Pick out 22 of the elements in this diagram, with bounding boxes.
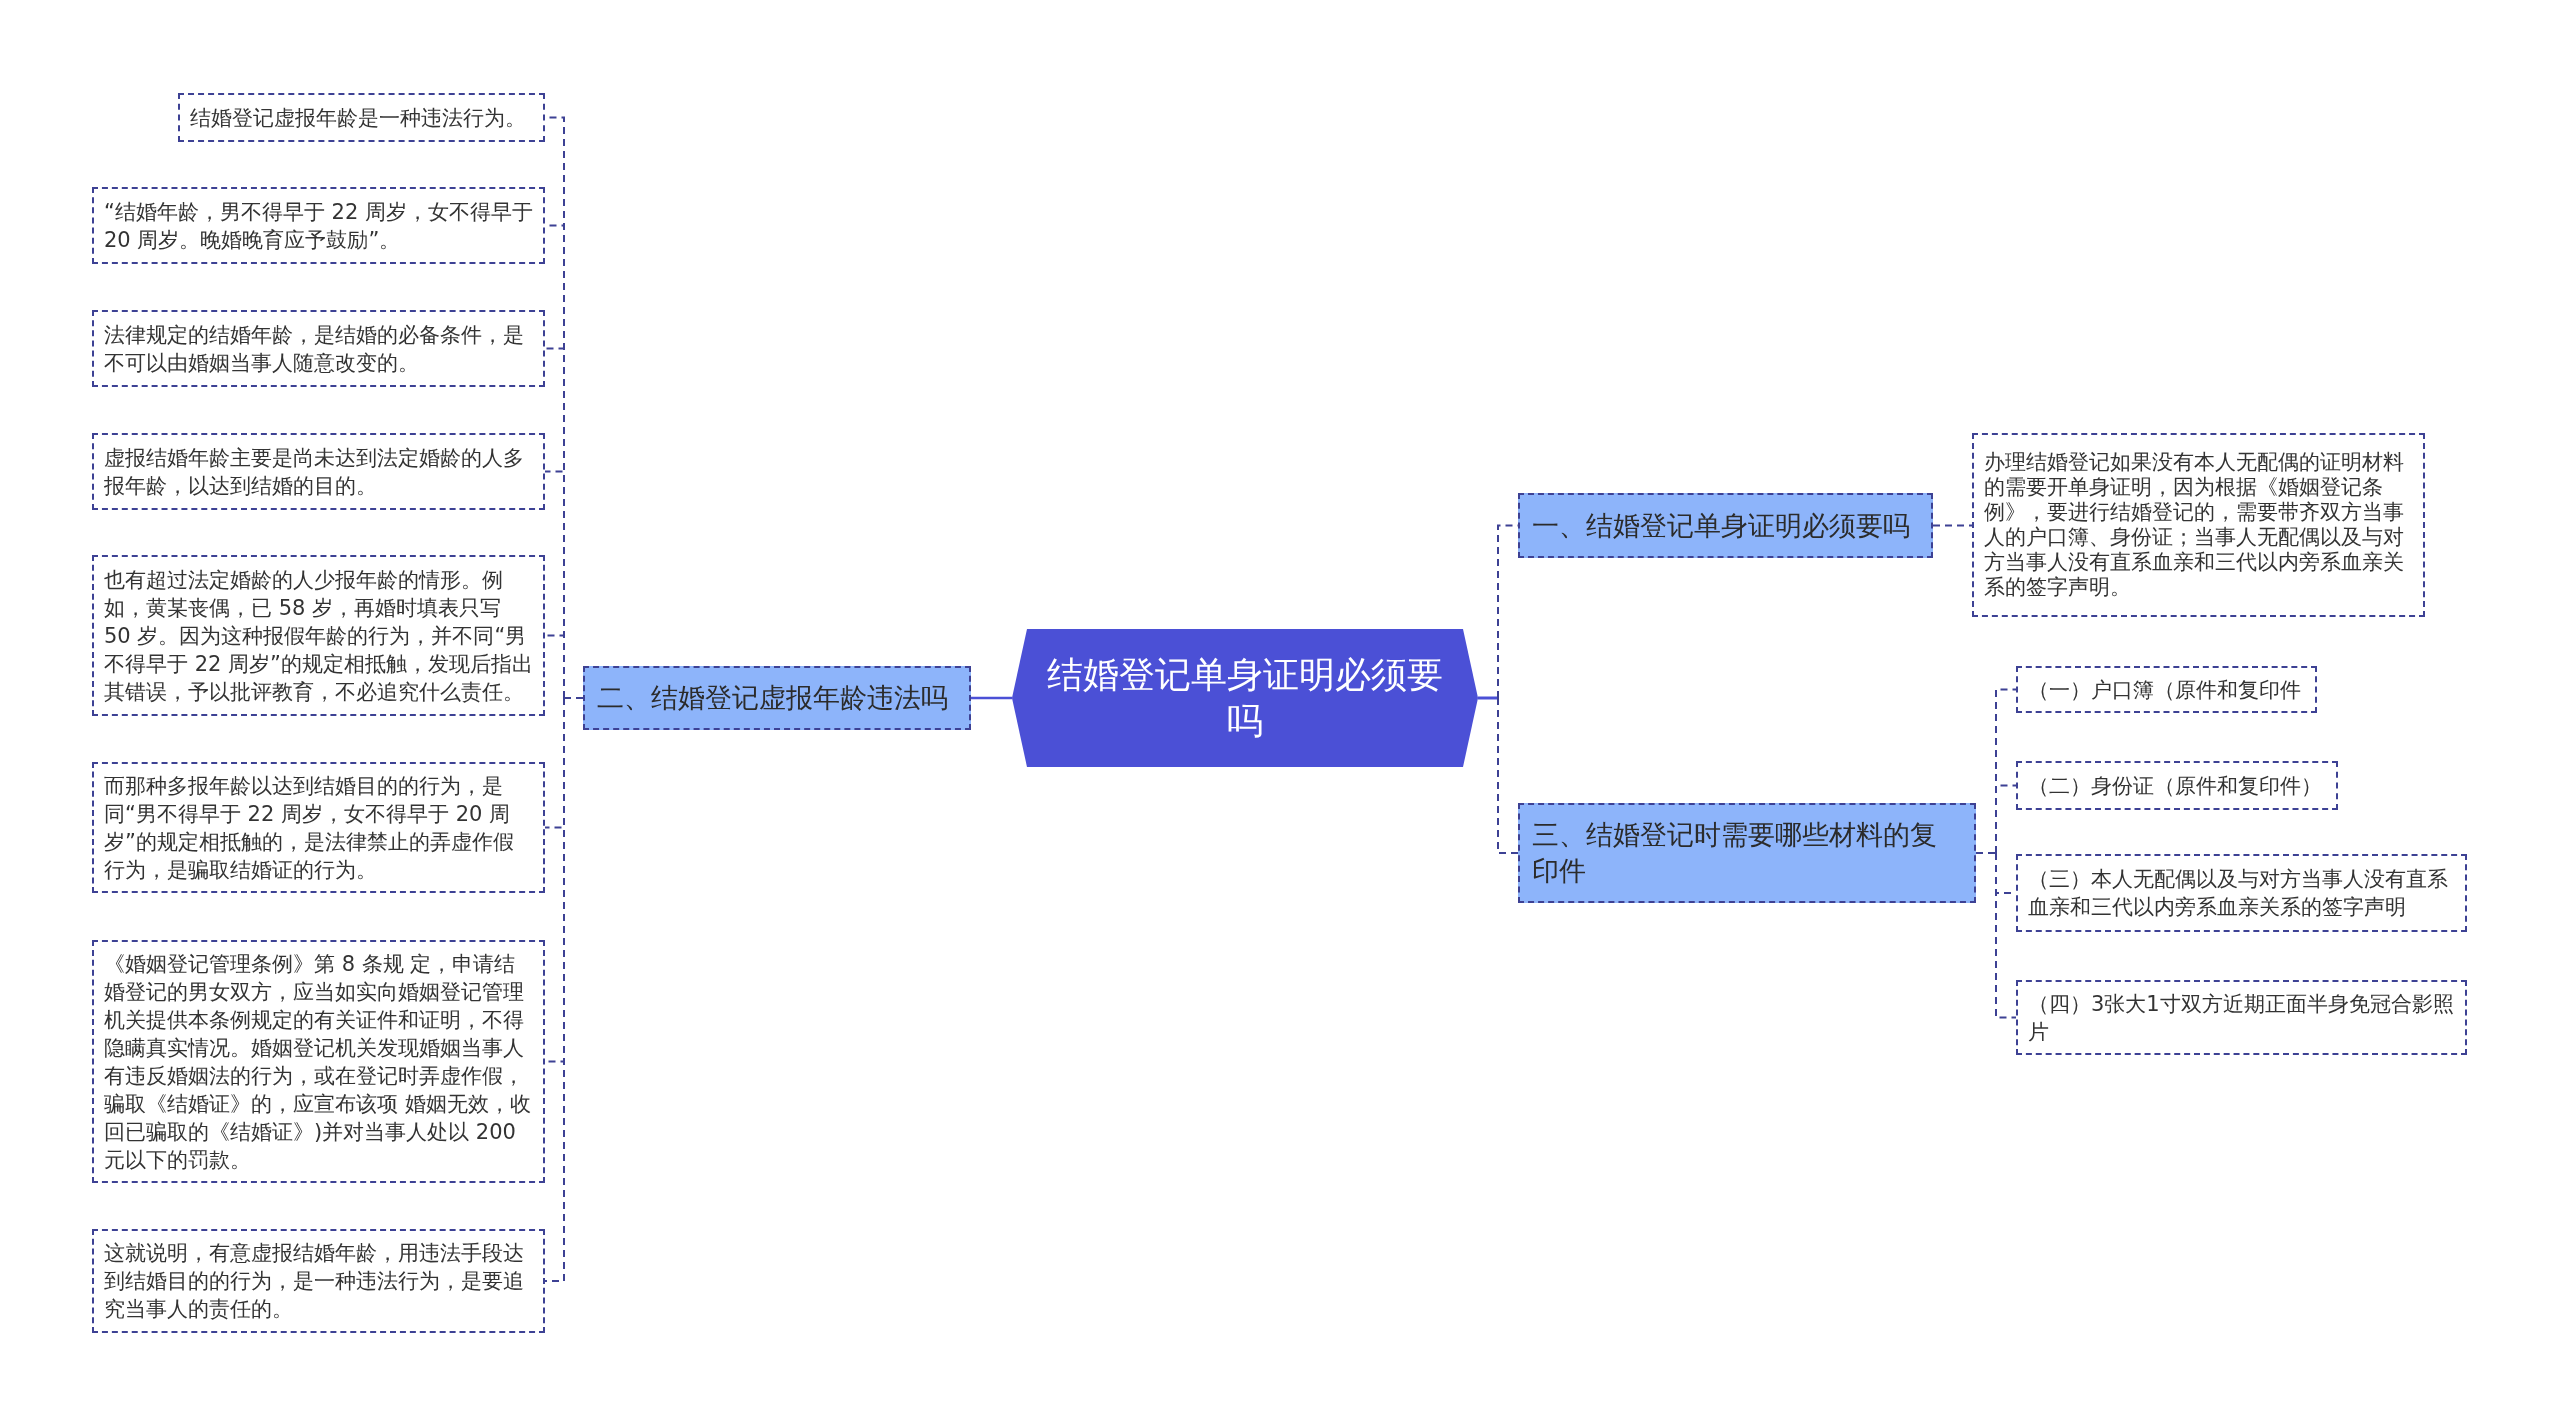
connector-line [1478,524,1519,854]
text-box: 而那种多报年龄以达到结婚目的的行为，是同“男不得早于 22 周岁，女不得早于 20 周岁”的规定相抵触的，是法律禁止的弄虚作假行为，是骗取结婚证的行为。 [92,762,545,893]
text-box: 虚报结婚年龄主要是尚未达到法定婚龄的人多报年龄，以达到结婚的目的。 [92,433,545,510]
text-box: 办理结婚登记如果没有本人无配偶的证明材料的需要开单身证明，因为根据《婚姻登记条例》，要进行结婚登记的，需要带齐双方当事人的户口簿、身份证；当事人无配偶以及与对方当事人没有直系血亲和三代以内旁系血亲关系的签字声明。 [1972,433,2425,617]
text-box: 也有超过法定婚龄的人少报年龄的情形。例如，黄某丧偶，已 58 岁，再婚时填表只写 50 岁。因为这种报假年龄的行为，并不同“男不得早于 22 周岁”的规定相抵触，发现后指出其错误，予以批评教育，不必追究什么责任。 [92,555,545,716]
topic-hexagon: 结婚登记单身证明必须要吗 [1012,629,1478,767]
branch-box: 二、结婚登记虚报年龄违法吗 [583,666,971,730]
branch-box: 三、结婚登记时需要哪些材料的复印件 [1518,803,1976,903]
connector-line [544,116,584,1282]
connector-line [1932,524,1973,527]
branch-box: 一、结婚登记单身证明必须要吗 [1518,493,1933,558]
text-box: （三）本人无配偶以及与对方当事人没有直系血亲和三代以内旁系血亲关系的签字声明 [2016,854,2467,932]
text-box: （四）3张大1寸双方近期正面半身免冠合影照片 [2016,980,2467,1055]
text-box: “结婚年龄，男不得早于 22 周岁，女不得早于 20 周岁。晚婚晚育应予鼓励”。 [92,187,545,264]
text-box: 这就说明，有意虚报结婚年龄，用违法手段达到结婚目的的行为，是一种违法行为，是要追究当事人的责任的。 [92,1229,545,1333]
text-box: 法律规定的结婚年龄，是结婚的必备条件，是不可以由婚姻当事人随意改变的。 [92,310,545,387]
connector-line [1975,688,2017,1019]
text-box: （一）户口簿（原件和复印件 [2016,666,2317,713]
text-box: 《婚姻登记管理条例》第 8 条规 定，申请结婚登记的男女双方，应当如实向婚姻登记管理机关提供本条例规定的有关证件和证明，不得隐瞒真实情况。婚姻登记机关发现婚姻当事人有违反婚姻法的行为，或在登记时弄虚作假，骗取《结婚证》的，应宣布该项 婚姻无效，收回已骗取的《结婚证》)并对当事人处以 200 元以下的罚款。 [92,940,545,1183]
text-box: 结婚登记虚报年龄是一种违法行为。 [178,93,545,142]
connector-line [971,696,1012,700]
text-box: （二）身份证（原件和复印件） [2016,761,2338,810]
